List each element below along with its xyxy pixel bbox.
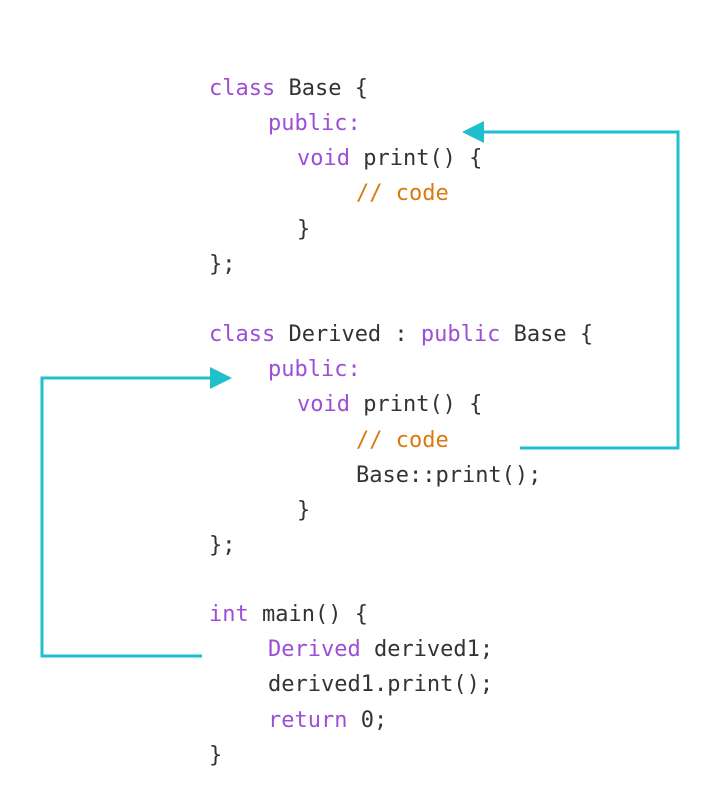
derived-access-specifier: public: [215,325,361,382]
return-value: 0; [347,708,388,733]
derived-class-declaration: class Derived : public Base { [156,290,593,347]
comment-text: // code [355,181,449,206]
derived-print-method: void print() { [244,360,482,417]
class-keyword: class [208,322,276,347]
main-function-declaration: int main() { [156,570,368,627]
object-name: derived1; [360,637,494,662]
derived-print-call: derived1.print(); [267,672,494,697]
derived-comment: // code [303,396,449,453]
public-keyword: public: [267,111,361,136]
base-comment: // code [303,149,449,206]
base-class-declaration: class Base { [156,44,368,101]
derived-class-close: }; [208,533,236,558]
derived-method-close: } [296,498,311,523]
base-class-close: }; [208,252,236,277]
comment-text: // code [355,428,449,453]
print-signature: print() { [349,146,483,171]
public-keyword: public [420,322,501,347]
base-access-specifier: public: [215,79,361,136]
base-class-ref: Base { [500,322,594,347]
void-keyword: void [296,392,350,417]
print-signature: print() { [349,392,483,417]
main-function-close: } [208,743,223,768]
derived-class-name: Derived : [275,322,421,347]
base-print-method: void print() { [244,114,482,171]
derived-type: Derived [267,637,361,662]
base-class-name: Base { [275,76,368,101]
return-statement: return 0; [215,676,387,733]
base-print-call: Base::print(); [355,463,542,488]
public-keyword: public: [267,357,361,382]
main-signature: main() { [248,602,368,627]
void-keyword: void [296,146,350,171]
base-method-close: } [296,217,311,242]
int-keyword: int [208,602,249,627]
class-keyword: class [208,76,276,101]
derived-object-declaration: Derived derived1; [215,605,493,662]
code-diagram: class Base { public: void print() { // c… [40,44,680,768]
return-keyword: return [267,708,348,733]
